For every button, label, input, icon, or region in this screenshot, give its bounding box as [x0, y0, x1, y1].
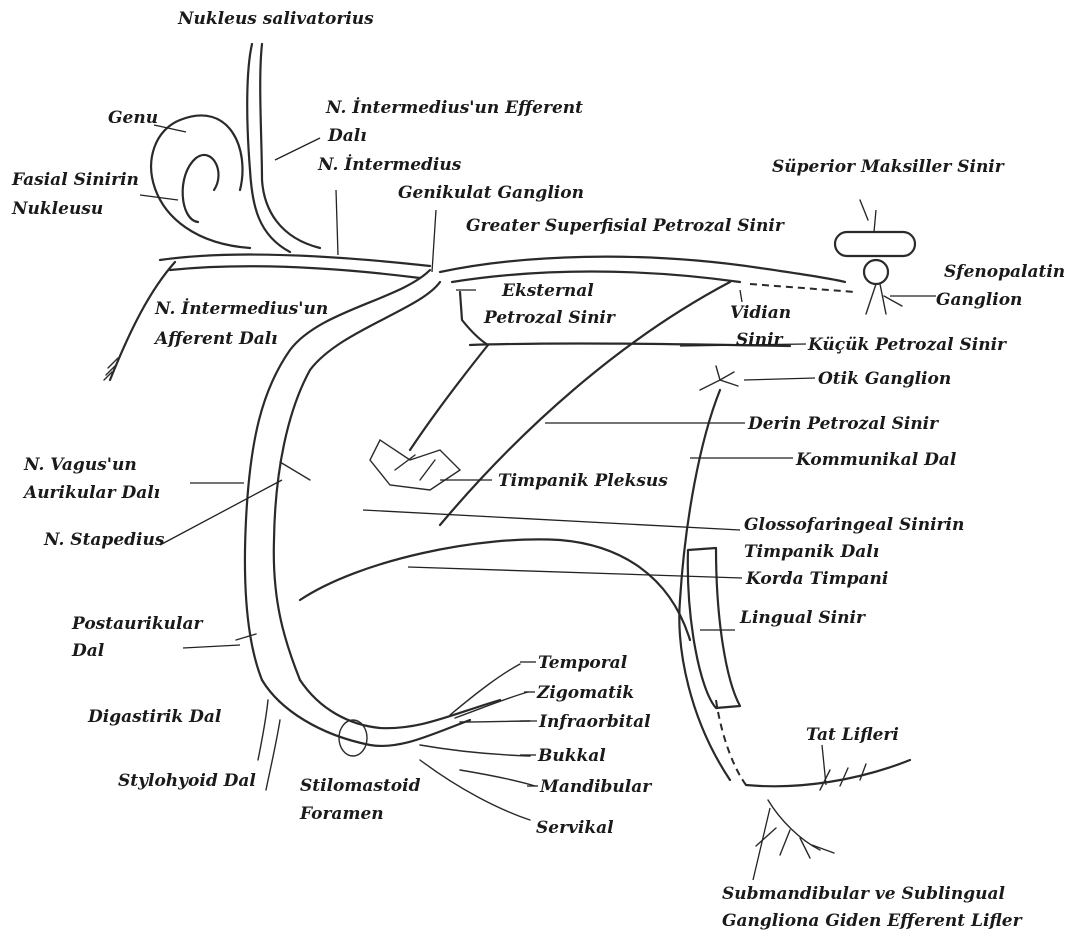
label-glosso-2: Timpanik Dalı — [744, 542, 879, 562]
label-vagus-1: N. Vagus'un — [23, 455, 137, 475]
label-kommunikal: Kommunikal Dal — [795, 450, 957, 470]
leader-lines — [140, 125, 936, 880]
label-postaurikular-2: Dal — [71, 641, 105, 661]
label-int-afferent-2: Afferent Dalı — [153, 329, 278, 349]
label-lingual: Lingual Sinir — [739, 608, 866, 628]
branch-digastric — [258, 700, 268, 760]
label-int-efferent-1: N. İntermedius'un Efferent — [325, 97, 583, 118]
genu-loop — [151, 115, 250, 248]
label-vidian-2: Sinir — [736, 330, 784, 350]
branch-stylohyoid — [266, 720, 280, 790]
label-mandibular: Mandibular — [539, 777, 652, 797]
label-eksternal-1: Eksternal — [501, 281, 594, 301]
lower-trunk — [262, 680, 470, 746]
label-stapedius: N. Stapedius — [43, 530, 165, 550]
label-timpanik-pleksus: Timpanik Pleksus — [498, 471, 668, 491]
greater-petrosal-lower — [452, 272, 740, 283]
lingual-tube — [688, 548, 740, 708]
label-int-efferent-2: Dalı — [327, 126, 367, 146]
lingual-dashed — [716, 700, 746, 785]
label-genikulat: Genikulat Ganglion — [398, 183, 584, 203]
label-zigomatik: Zigomatik — [536, 683, 634, 703]
label-otik: Otik Ganglion — [818, 369, 951, 389]
vidian-dashed — [750, 284, 855, 292]
branch-postaurikular — [236, 634, 256, 640]
communicating-branch — [679, 390, 730, 780]
label-submandibular-1: Submandibular ve Sublingual — [722, 884, 1005, 904]
label-vidian-1: Vidian — [730, 303, 791, 323]
maxillary-tube — [835, 232, 915, 256]
labels: Nukleus salivatorius Genu N. İntermedius… — [11, 9, 1065, 931]
label-genu: Genu — [108, 108, 158, 128]
branch-servikal — [420, 760, 530, 820]
greater-petrosal — [440, 257, 845, 282]
submandibular-rami — [756, 800, 834, 858]
label-postaurikular-1: Postaurikular — [71, 614, 203, 634]
afferent-branch — [110, 262, 175, 380]
label-stylohyoid: Stylohyoid Dal — [118, 771, 256, 791]
label-sfenopalatin-2: Ganglion — [936, 290, 1022, 310]
branch-infraorbital — [460, 721, 530, 722]
chorda-tympani — [300, 539, 690, 640]
label-fasial-2: Nukleusu — [11, 199, 103, 219]
label-korda: Korda Timpani — [745, 569, 888, 589]
main-trunk — [160, 255, 430, 266]
label-superior-maksiller: Süperior Maksiller Sinir — [772, 157, 1005, 177]
tympanic-plexus-mesh — [370, 440, 460, 490]
label-tat-lifleri: Tat Lifleri — [806, 725, 899, 745]
label-greater-petrosal: Greater Superfisial Petrozal Sinir — [466, 216, 785, 236]
branch-stapedius — [280, 462, 310, 480]
salivatory-stem — [247, 44, 290, 252]
label-temporal: Temporal — [538, 653, 628, 673]
otic-ganglion — [700, 366, 738, 390]
label-stilomastoid-2: Foramen — [299, 804, 384, 824]
label-nukleus-salivatorius: Nukleus salivatorius — [177, 9, 374, 29]
label-fasial-1: Fasial Sinirin — [11, 170, 139, 190]
label-vagus-2: Aurikular Dalı — [22, 483, 160, 503]
label-kucuk-petrozal: Küçük Petrozal Sinir — [807, 335, 1007, 355]
label-eksternal-2: Petrozal Sinir — [483, 308, 616, 328]
label-n-intermedius: N. İntermedius — [317, 154, 462, 175]
label-servikal: Servikal — [536, 818, 614, 838]
main-trunk-lower — [170, 266, 420, 278]
branch-mandibular — [460, 770, 535, 786]
nucleus-loop — [183, 155, 219, 222]
tympanic-link — [410, 345, 488, 450]
branch-zigomatik — [455, 692, 528, 718]
label-sfenopalatin-1: Sfenopalatin — [944, 262, 1065, 282]
label-stilomastoid-1: Stilomastoid — [300, 776, 421, 796]
label-submandibular-2: Gangliona Giden Efferent Lifler — [722, 911, 1023, 931]
sfenopalatin-ganglion-body — [864, 260, 888, 284]
label-derin-petrozal: Derin Petrozal Sinir — [747, 414, 939, 434]
label-digastirik: Digastirik Dal — [87, 707, 222, 727]
label-infraorbital: Infraorbital — [538, 712, 651, 732]
label-bukkal: Bukkal — [537, 746, 606, 766]
label-int-afferent-1: N. İntermedius'un — [154, 298, 328, 319]
salivatory-stem-inner — [260, 44, 320, 248]
label-glosso-1: Glossofaringeal Sinirin — [744, 515, 964, 535]
branch-bukkal — [420, 745, 530, 756]
